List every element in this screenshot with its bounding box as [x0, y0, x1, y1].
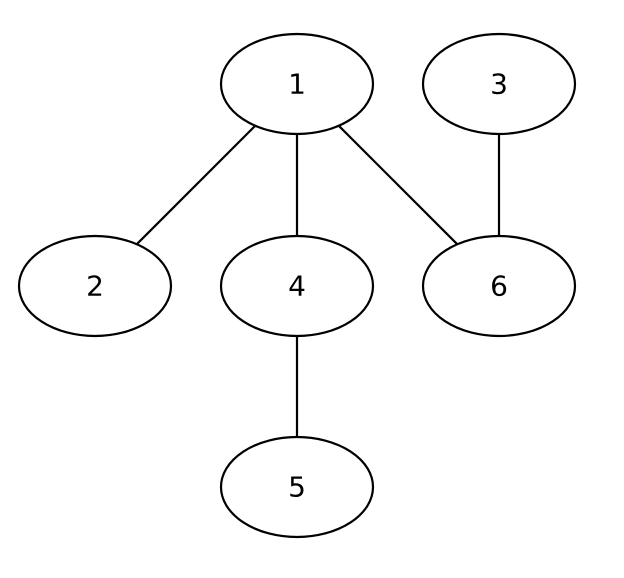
node-4: 4 — [219, 234, 375, 338]
node-label: 3 — [490, 68, 508, 101]
node-1: 1 — [219, 32, 375, 136]
node-ellipse — [219, 234, 375, 338]
node-label: 6 — [490, 270, 508, 303]
nodes-layer: 1 2 3 4 5 6 — [17, 32, 577, 539]
node-ellipse — [17, 234, 173, 338]
node-6: 6 — [421, 234, 577, 338]
node-5: 5 — [219, 435, 375, 539]
edges-layer — [136, 125, 501, 437]
node-ellipse — [421, 234, 577, 338]
node-label: 1 — [288, 68, 306, 101]
node-ellipse — [219, 32, 375, 136]
edge-1-6 — [338, 125, 458, 245]
node-label: 2 — [86, 270, 104, 303]
node-ellipse — [219, 435, 375, 539]
node-label: 4 — [288, 270, 306, 303]
node-label: 5 — [288, 471, 306, 504]
edge-1-2 — [136, 125, 256, 245]
node-ellipse — [421, 32, 577, 136]
node-3: 3 — [421, 32, 577, 136]
node-2: 2 — [17, 234, 173, 338]
